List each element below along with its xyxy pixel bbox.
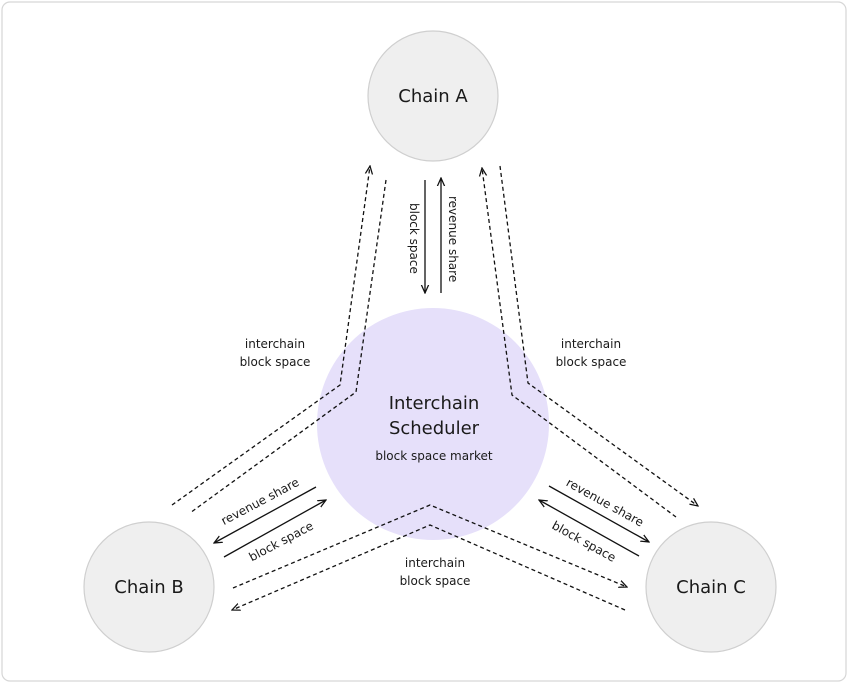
interchain-path-b-to-c <box>232 504 627 589</box>
interchain-label-ab-1: interchain <box>245 337 305 351</box>
scheduler-title-line2: Scheduler <box>389 418 480 439</box>
block-space-label-a: block space <box>407 203 421 274</box>
chain-a-circle <box>367 30 499 162</box>
interchain-label-ab-2: block space <box>240 355 311 369</box>
interchain-label-bc-2: block space <box>400 574 471 588</box>
chain-a-node: Chain A <box>367 30 499 162</box>
chain-b-node: Chain B <box>83 521 215 653</box>
revenue-share-label-a: revenue share <box>446 196 460 282</box>
interchain-path-c-to-a <box>482 168 677 518</box>
interchain-scheduler-circle <box>317 308 549 540</box>
interchain-path-b-to-a <box>171 166 370 506</box>
interchain-path-a-to-b <box>189 179 387 514</box>
chain-c-label: Chain C <box>676 577 746 598</box>
scheduler-subtitle: block space market <box>375 449 493 463</box>
interchain-path-c-to-b <box>232 524 626 610</box>
revenue-share-arrow-c <box>548 485 649 542</box>
chain-c-node: Chain C <box>645 521 777 653</box>
interchain-path-a-to-c <box>499 165 698 506</box>
chain-b-circle <box>83 521 215 653</box>
scheduler-title-line1: Interchain <box>389 393 480 414</box>
revenue-share-arrow-b <box>214 486 317 543</box>
chain-b-label: Chain B <box>114 577 184 598</box>
interchain-label-ac-1: interchain <box>561 337 621 351</box>
interchain-label-ac-2: block space <box>556 355 627 369</box>
chain-c-circle <box>645 521 777 653</box>
interchain-label-bc-1: interchain <box>405 556 465 570</box>
block-space-arrow-c <box>539 500 640 557</box>
chain-a-label: Chain A <box>398 86 468 107</box>
block-space-arrow-b <box>223 500 326 558</box>
